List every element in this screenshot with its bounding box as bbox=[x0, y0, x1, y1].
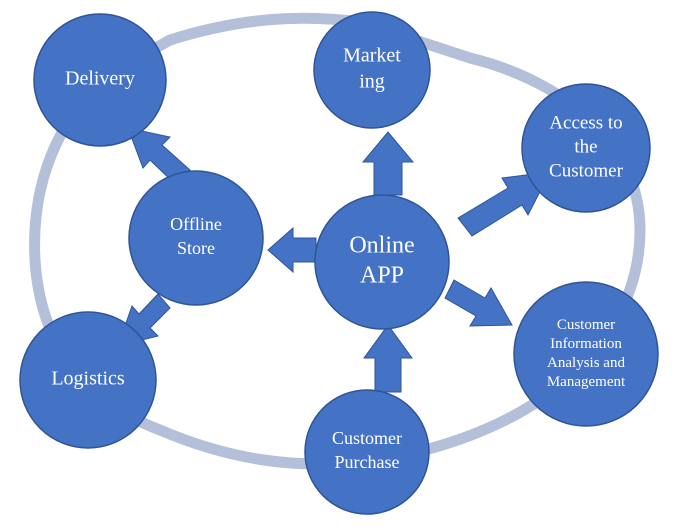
node-info-label-line: Information bbox=[550, 336, 622, 352]
arrow-online-to-offline bbox=[267, 226, 317, 274]
node-marketing-label-line: Market bbox=[343, 45, 401, 67]
node-online-label-line: APP bbox=[360, 263, 404, 289]
node-logistics-label-line: Logistics bbox=[51, 368, 125, 390]
node-online bbox=[314, 194, 450, 330]
node-purchase-label-line: Purchase bbox=[335, 452, 400, 472]
arrow-online-to-access bbox=[457, 171, 551, 237]
node-marketing bbox=[313, 11, 431, 129]
node-access-label-line: the bbox=[574, 136, 597, 157]
node-delivery bbox=[33, 13, 167, 147]
node-info-label-line: Analysis and bbox=[547, 355, 625, 371]
node-online-label-line: Online bbox=[349, 233, 414, 259]
arrow-purchase-to-online bbox=[363, 324, 413, 393]
node-info-label-line: Management bbox=[547, 374, 626, 390]
arrow-offline-to-delivery bbox=[127, 127, 191, 186]
node-info-label-line: Customer bbox=[557, 317, 615, 333]
node-purchase-label-line: Customer bbox=[332, 428, 402, 448]
node-access-label-line: Access to bbox=[549, 112, 622, 133]
node-offline-label-line: Store bbox=[177, 238, 215, 258]
arrow-online-to-marketing bbox=[361, 131, 415, 196]
node-delivery-label-line: Delivery bbox=[65, 68, 135, 90]
node-access bbox=[521, 83, 651, 213]
node-marketing-label-line: ing bbox=[359, 71, 385, 93]
node-access-label-line: Customer bbox=[549, 160, 624, 181]
arrow-online-to-info bbox=[444, 279, 513, 327]
node-logistics bbox=[19, 311, 157, 449]
node-offline-label-line: Offline bbox=[170, 214, 222, 234]
node-purchase bbox=[304, 389, 430, 515]
node-offline bbox=[128, 170, 264, 306]
arrows-group bbox=[117, 127, 551, 393]
node-info bbox=[513, 281, 659, 427]
